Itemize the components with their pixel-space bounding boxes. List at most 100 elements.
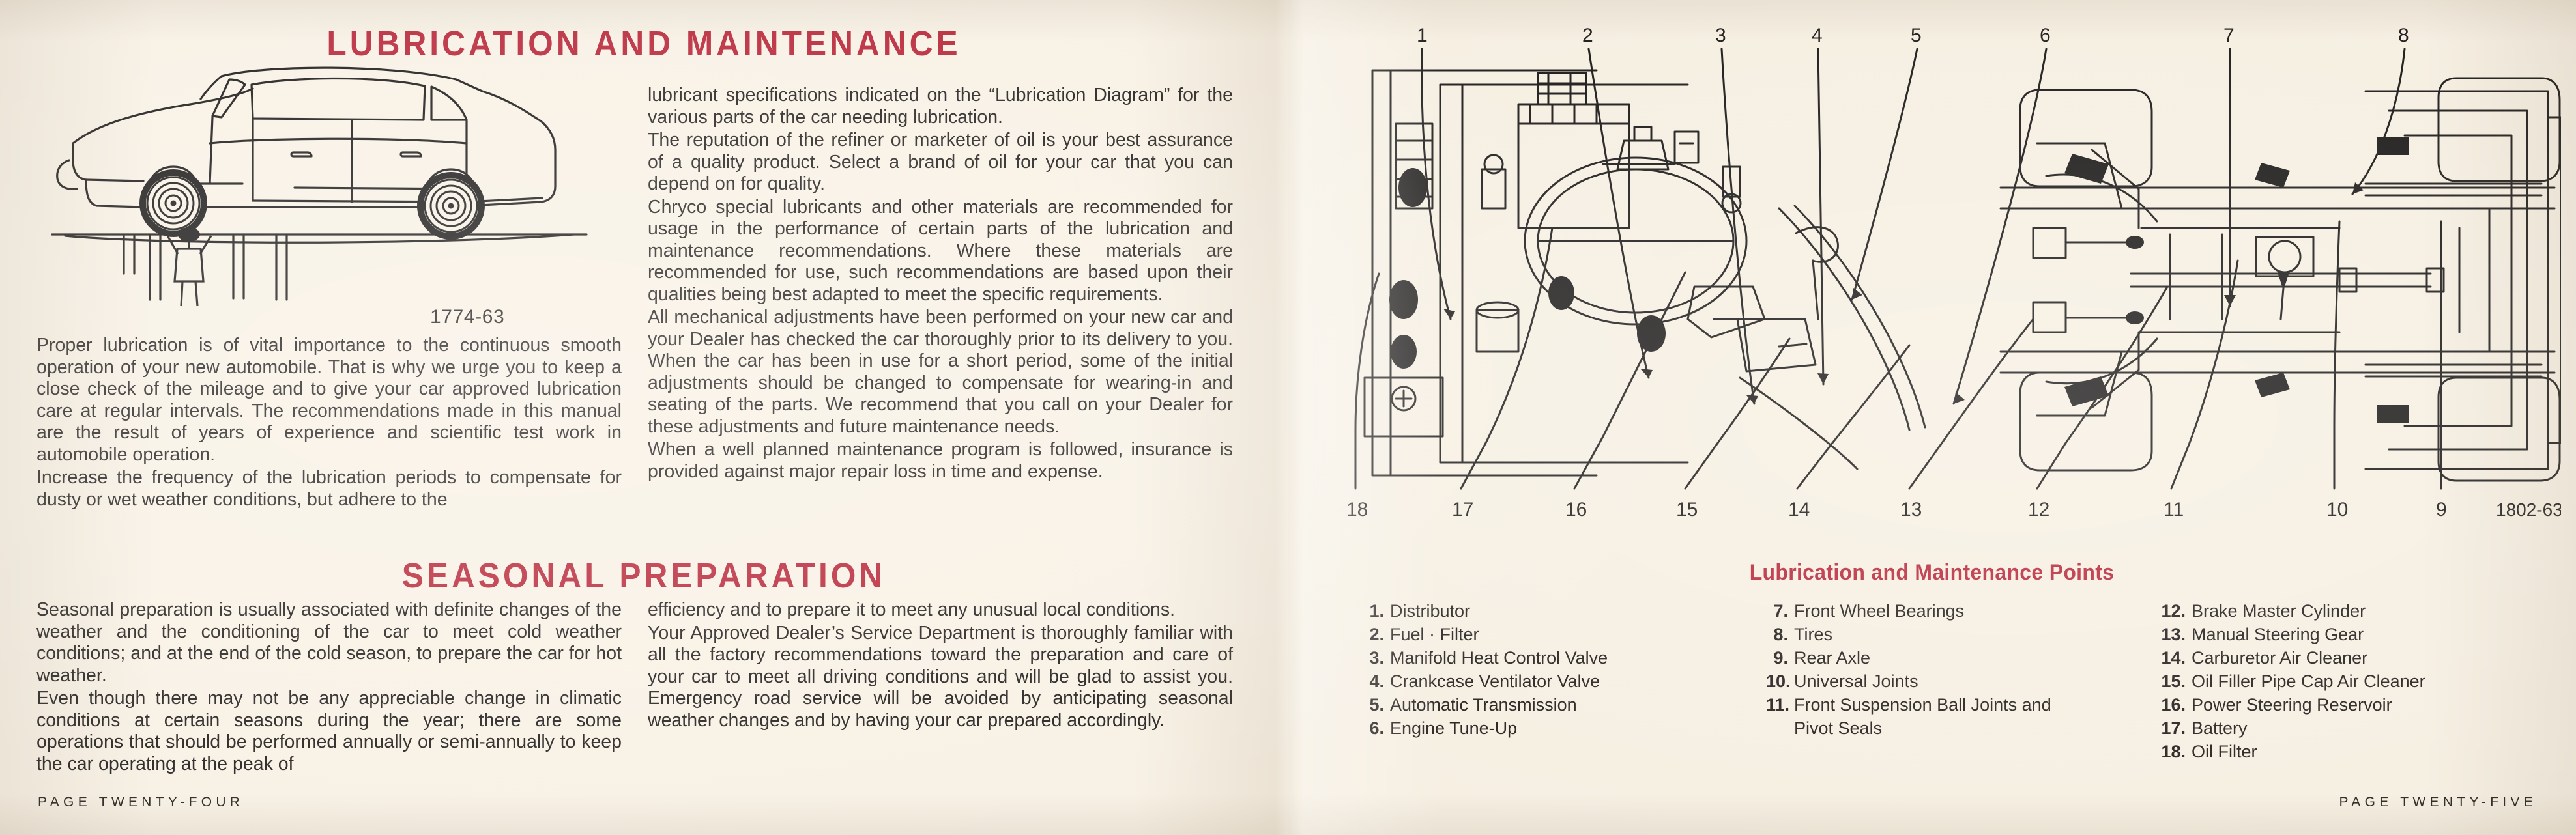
seasonal-column-left: Seasonal preparation is usually associat… [36,599,622,775]
legend-number: 14. [2161,648,2186,668]
legend-label: Engine Tune-Up [1390,718,1518,738]
legend-label: Front Wheel Bearings [1794,601,1965,621]
intro-column-right: lubricant specifications indicated on th… [648,85,1233,483]
legend-label: Universal Joints [1794,672,1918,691]
legend-item: 7. Front Wheel Bearings [1766,599,2157,623]
paragraph: When a well planned maintenance program … [648,439,1233,482]
legend-number: 16. [2161,695,2186,715]
legend-number: 10. [1766,672,1791,691]
legend-number: 5. [1369,695,1384,715]
legend-item: 11. Front Suspension Ball Joints and [1766,693,2157,716]
callout-2: 2 [1582,25,1593,46]
diagram-caption: 1802-63 [2496,500,2561,520]
legend-number: 4. [1369,672,1384,691]
legend-number: 9. [1773,648,1788,668]
legend-item: 5. Automatic Transmission [1362,693,1766,716]
legend-number: 13. [2161,625,2186,644]
page-title: LUBRICATION AND MAINTENANCE [326,24,961,63]
legend-number: 8. [1773,625,1788,644]
page-number-left: PAGE TWENTY-FOUR [38,795,244,810]
illustration-caption: 1774-63 [430,306,505,328]
legend-column-3: 12. Brake Master Cylinder 13. Manual Ste… [2157,599,2554,763]
legend-item: 17. Battery [2157,716,2554,740]
paragraph: efficiency and to prepare it to meet any… [648,599,1176,620]
callout-11: 11 [2164,499,2184,520]
legend-label: Oil Filter [2192,742,2257,761]
legend-column-1: 1. Distributor 2. Fuel · Filter 3. Manif… [1362,599,1766,763]
legend-number: 15. [2161,672,2186,691]
paragraph: The reputation of the refiner or markete… [648,130,1233,194]
legend-item: 12. Brake Master Cylinder [2157,599,2554,623]
legend-label: Carburetor Air Cleaner [2192,648,2368,668]
legend-label-continued: Pivot Seals [1794,718,1883,738]
callout-1: 1 [1417,25,1428,46]
paragraph: All mechanical adjustments have been per… [648,307,1233,437]
legend-item: 4. Crankcase Ventilator Valve [1362,670,1766,693]
legend-label: Manifold Heat Control Valve [1390,648,1608,668]
paragraph: Your Approved Dealer’s Service Departmen… [648,622,1233,731]
legend-item: 14. Carburetor Air Cleaner [2157,646,2554,670]
callout-16: 16 [1565,499,1587,520]
paragraph: Even though there may not be any appreci… [36,688,622,774]
legend-label: Crankcase Ventilator Valve [1390,672,1600,691]
paragraph: Seasonal preparation is usually associat… [36,599,622,686]
legend-item: 6. Engine Tune-Up [1362,716,1766,740]
legend-number: 18. [2161,742,2186,761]
callout-9: 9 [2436,499,2447,520]
legend-title: Lubrication and Maintenance Points [1749,560,2115,585]
intro-column-left: Proper lubrication is of vital importanc… [36,335,622,511]
legend-item: 1. Distributor [1362,599,1766,623]
legend-item: 18. Oil Filter [2157,740,2554,763]
right-page [1288,0,2576,835]
legend-number: 3. [1369,648,1384,668]
legend-label: Power Steering Reservoir [2192,695,2392,715]
legend-item: 9. Rear Axle [1766,646,2157,670]
paragraph: Chryco special lubricants and other mate… [648,196,1233,305]
legend-label: Fuel · Filter [1390,625,1479,644]
left-page [0,0,1288,835]
legend-item: 13. Manual Steering Gear [2157,623,2554,646]
legend-item: 3. Manifold Heat Control Valve [1362,646,1766,670]
legend-number: 6. [1369,718,1384,738]
legend-label: Oil Filler Pipe Cap Air Cleaner [2192,672,2425,691]
legend-label: Rear Axle [1794,648,1871,668]
callout-13: 13 [1900,499,1922,520]
car-on-hoist-illustration [51,66,588,307]
legend-label: Tires [1794,625,1832,644]
paragraph: Proper lubrication is of vital importanc… [36,335,622,465]
callout-15: 15 [1676,499,1698,520]
legend-item: 10. Universal Joints [1766,670,2157,693]
legend-column-2: 7. Front Wheel Bearings 8. Tires 9. Rear… [1766,599,2157,763]
legend-label: Brake Master Cylinder [2192,601,2366,621]
legend-number: 11. [1766,695,1790,715]
callout-12: 12 [2028,499,2049,520]
callout-10: 10 [2326,499,2348,520]
legend-item: 8. Tires [1766,623,2157,646]
paragraph: lubricant specifications indicated on th… [648,85,1233,128]
legend-item: 16. Power Steering Reservoir [2157,693,2554,716]
legend-number: 1. [1369,601,1384,621]
legend-number: 12. [2161,601,2186,621]
section-title-seasonal-preparation: SEASONAL PREPARATION [401,556,886,595]
chassis-lubrication-diagram: 1 2 3 4 5 6 7 8 18 17 16 15 14 13 12 11 … [1346,25,2561,520]
legend-label: Battery [2192,718,2248,738]
legend-number: 17. [2161,718,2186,738]
page-number-right: PAGE TWENTY-FIVE [2339,795,2537,810]
callout-3: 3 [1715,25,1726,46]
legend-list: 1. Distributor 2. Fuel · Filter 3. Manif… [1362,599,2554,763]
callout-17: 17 [1452,499,1473,520]
legend-number: 7. [1773,601,1788,621]
paragraph: Increase the frequency of the lubricatio… [36,467,622,510]
legend-item: 15. Oil Filler Pipe Cap Air Cleaner [2157,670,2554,693]
seasonal-column-right: efficiency and to prepare it to meet any… [648,599,1233,731]
callout-4: 4 [1812,25,1823,46]
callout-14: 14 [1788,499,1810,520]
legend-number: 2. [1369,625,1384,644]
callout-5: 5 [1911,25,1922,46]
legend-label: Front Suspension Ball Joints and [1794,695,2051,715]
callout-8: 8 [2398,25,2409,46]
callout-7: 7 [2223,25,2235,46]
legend-label: Manual Steering Gear [2192,625,2364,644]
legend-label: Distributor [1390,601,1471,621]
